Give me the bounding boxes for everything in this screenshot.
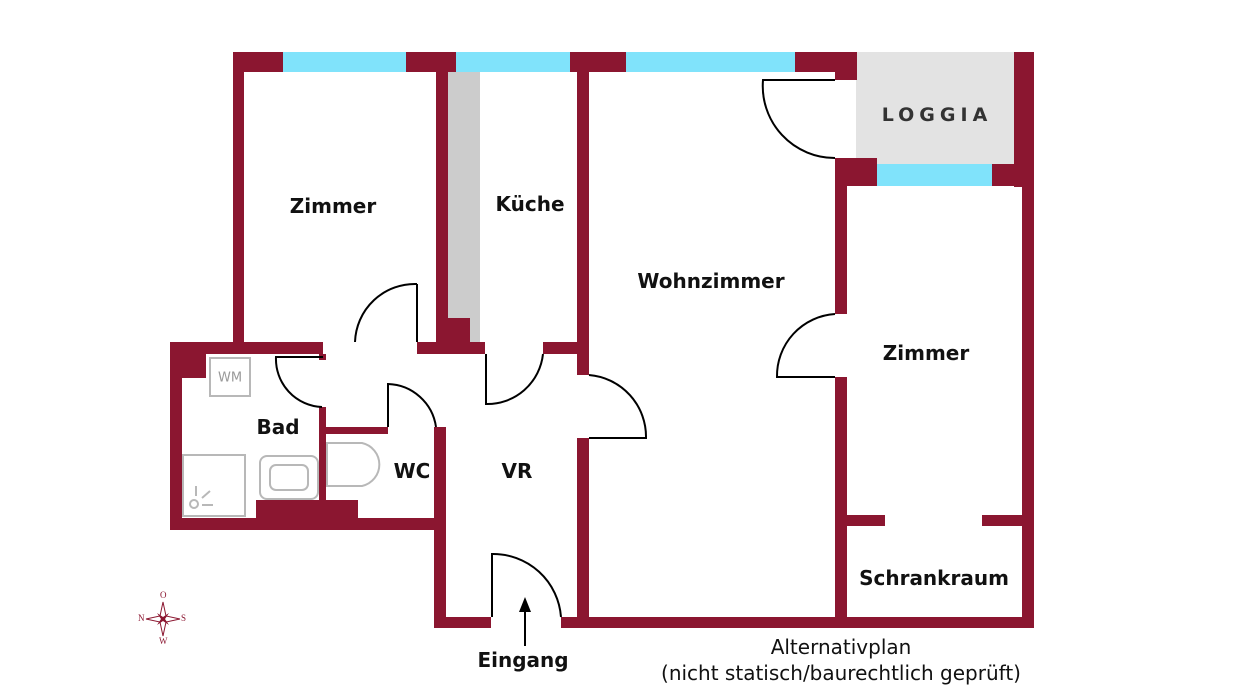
walls	[170, 52, 1034, 628]
washing-machine	[209, 357, 251, 397]
washing-machine-label: WM	[217, 370, 243, 386]
kitchen-counter	[448, 72, 480, 342]
room-label-vr: VR	[501, 459, 533, 483]
shower	[182, 454, 246, 517]
washbasin	[259, 455, 319, 500]
room-label-zimmer-1: Zimmer	[289, 194, 377, 218]
plan-note: Alternativplan (nicht statisch/baurechtl…	[661, 634, 1021, 686]
windows	[283, 52, 992, 186]
room-label-loggia: LOGGIA	[881, 104, 993, 126]
room-label-wc: WC	[393, 459, 431, 483]
note-line-1: Alternativplan	[770, 635, 912, 659]
room-label-bad: Bad	[256, 415, 300, 439]
fixtures	[182, 357, 381, 517]
room-label-schrankraum: Schrankraum	[859, 566, 1009, 590]
room-label-kueche: Küche	[495, 192, 565, 216]
entrance-label: Eingang	[477, 648, 569, 672]
doors	[274, 79, 836, 646]
loggia-floor	[856, 52, 1014, 164]
toilet	[326, 442, 381, 487]
room-label-zimmer-2: Zimmer	[882, 341, 970, 365]
room-label-wohnzimmer: Wohnzimmer	[637, 269, 785, 293]
note-line-2: (nicht statisch/baurechtlich geprüft)	[661, 661, 1021, 685]
compass-icon: O N S W	[138, 590, 187, 646]
